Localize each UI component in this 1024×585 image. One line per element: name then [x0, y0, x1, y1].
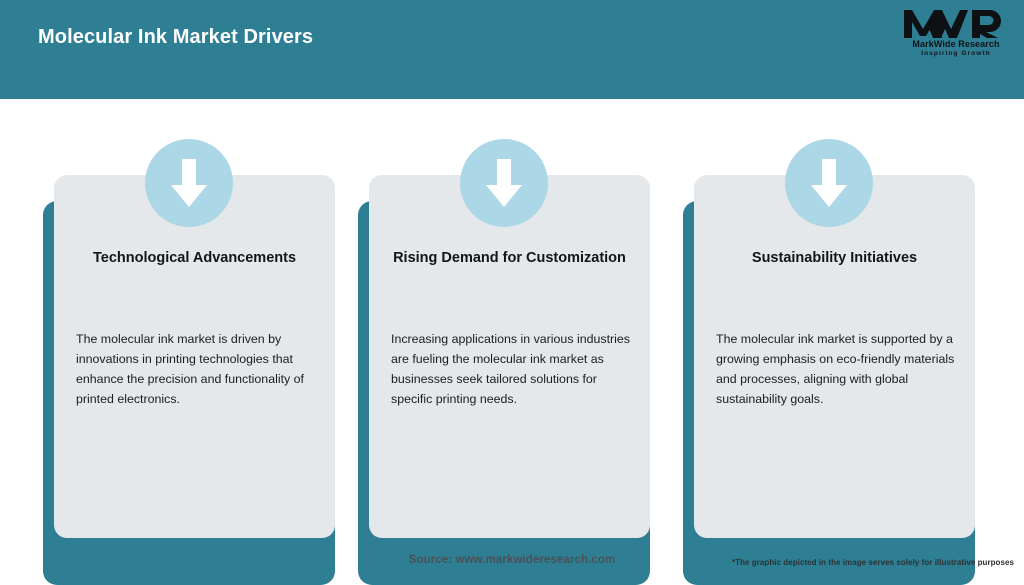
- logo-tagline: Inspiring Growth: [921, 50, 991, 57]
- drivers-card-row: Technological Advancements The molecular…: [0, 99, 1024, 585]
- card-surface: Sustainability Initiatives The molecular…: [694, 175, 975, 538]
- source-label: Source: www.markwideresearch.com: [408, 554, 616, 566]
- driver-card-3[interactable]: Sustainability Initiatives The molecular…: [683, 139, 975, 585]
- card-description: The molecular ink market is driven by in…: [76, 332, 305, 407]
- card-title: Sustainability Initiatives: [751, 250, 918, 266]
- mwr-logo-icon: [902, 9, 1010, 39]
- card-title: Technological Advancements: [92, 250, 297, 266]
- brand-logo: MarkWide Research Inspiring Growth: [902, 9, 1010, 61]
- logo-company-name: MarkWide Research: [912, 39, 1000, 49]
- card-surface: Technological Advancements The molecular…: [54, 175, 335, 538]
- arrow-down-icon: [460, 139, 548, 227]
- card-description: The molecular ink market is supported by…: [716, 332, 955, 407]
- page-title: Molecular Ink Market Drivers: [38, 26, 314, 48]
- header-band: Molecular Ink Market Drivers MarkWide Re…: [0, 0, 1024, 99]
- card-description: Increasing applications in various indus…: [391, 332, 630, 407]
- arrow-down-icon: [145, 139, 233, 227]
- driver-card-2[interactable]: Rising Demand for Customization Increasi…: [358, 139, 650, 585]
- disclaimer-label: *The graphic depicted in the image serve…: [731, 558, 1014, 567]
- card-surface: Rising Demand for Customization Increasi…: [369, 175, 650, 538]
- arrow-down-icon: [785, 139, 873, 227]
- card-title: Rising Demand for Customization: [393, 250, 626, 266]
- driver-card-1[interactable]: Technological Advancements The molecular…: [43, 139, 335, 585]
